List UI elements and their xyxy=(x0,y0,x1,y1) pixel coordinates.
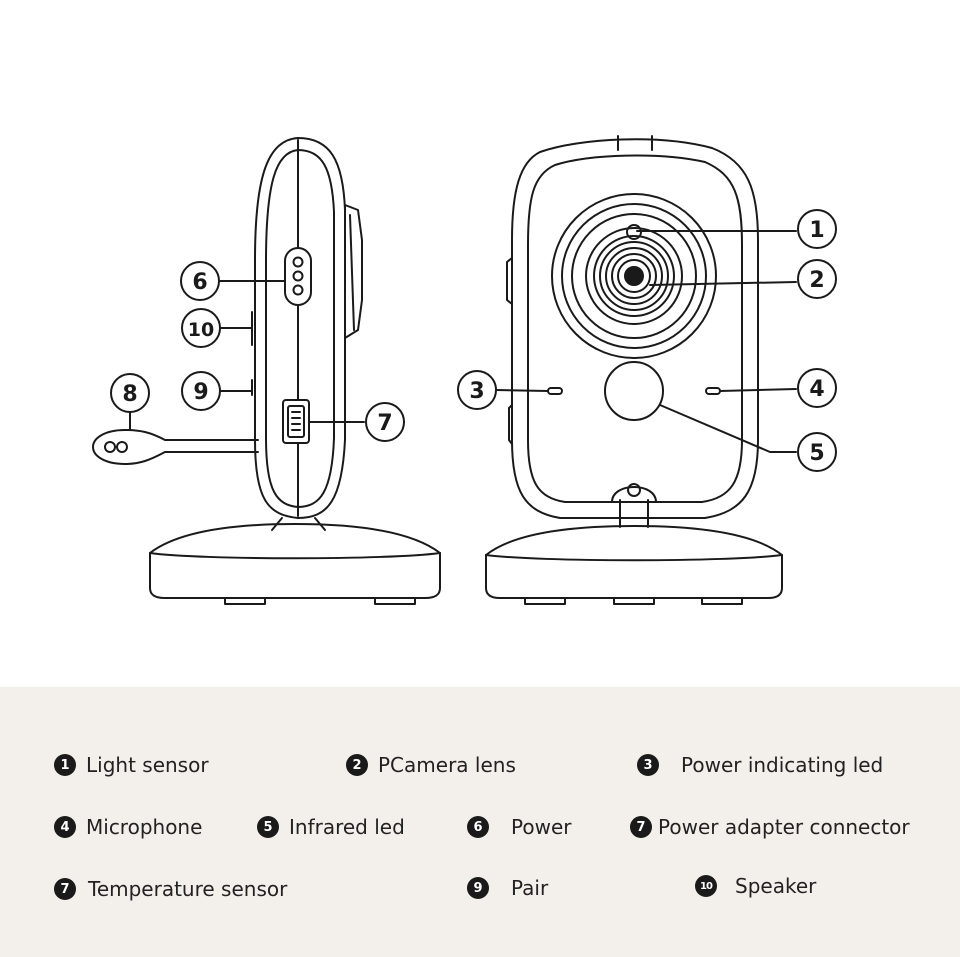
svg-text:6: 6 xyxy=(192,270,207,295)
legend-item-speaker: 10 Speaker xyxy=(695,874,816,898)
front-view-camera xyxy=(485,135,783,605)
callout-1: 1 xyxy=(797,209,837,249)
legend-item-adapter-connector: 7 Power adapter connector xyxy=(630,815,910,839)
legend-item-microphone: 4 Microphone xyxy=(54,815,202,839)
legend-number: 9 xyxy=(467,877,489,899)
legend-item-pair: 9 Pair xyxy=(467,876,548,900)
callout-9: 9 xyxy=(181,371,221,411)
legend-panel: 1 Light sensor 2 PCamera lens 3 Power in… xyxy=(0,687,960,957)
legend-label: Speaker xyxy=(735,874,817,898)
svg-text:9: 9 xyxy=(193,380,208,405)
legend-label: Pair xyxy=(511,876,549,900)
legend-item-infrared-led: 5 Infrared led xyxy=(257,815,405,839)
callout-5: 5 xyxy=(797,432,837,472)
legend-item-power: 6 Power xyxy=(467,815,571,839)
svg-text:1: 1 xyxy=(809,218,824,243)
callout-3: 3 xyxy=(457,370,497,410)
legend-number: 10 xyxy=(695,875,717,897)
legend-label: Infrared led xyxy=(289,815,405,839)
legend-label: Power xyxy=(511,815,572,839)
svg-text:3: 3 xyxy=(469,379,484,404)
callout-7: 7 xyxy=(365,402,405,442)
svg-text:4: 4 xyxy=(809,377,824,402)
legend-number: 1 xyxy=(54,754,76,776)
legend-label: PCamera lens xyxy=(378,753,516,777)
legend-item-temperature-sensor: 7 Temperature sensor xyxy=(54,877,287,901)
side-view-camera xyxy=(92,137,441,605)
legend-label: Power adapter connector xyxy=(658,815,910,839)
legend-number: 7 xyxy=(630,816,652,838)
callout-2: 2 xyxy=(797,259,837,299)
legend-label: Microphone xyxy=(86,815,203,839)
svg-text:7: 7 xyxy=(377,411,392,436)
leader-lines xyxy=(129,230,797,453)
legend-number: 7 xyxy=(54,878,76,900)
callout-8: 8 xyxy=(110,373,150,413)
svg-text:10: 10 xyxy=(188,319,214,341)
legend-item-power-led: 3 Power indicating led xyxy=(637,753,883,777)
legend-item-light-sensor: 1 Light sensor xyxy=(54,753,209,777)
callout-6: 6 xyxy=(180,261,220,301)
callout-4: 4 xyxy=(797,368,837,408)
legend-number: 3 xyxy=(637,754,659,776)
svg-text:8: 8 xyxy=(122,382,137,407)
legend-number: 4 xyxy=(54,816,76,838)
legend-label: Temperature sensor xyxy=(88,877,288,901)
legend-number: 5 xyxy=(257,816,279,838)
svg-text:2: 2 xyxy=(809,268,824,293)
legend-number: 6 xyxy=(467,816,489,838)
legend-label: Power indicating led xyxy=(681,753,884,777)
legend-number: 2 xyxy=(346,754,368,776)
legend-item-camera-lens: 2 PCamera lens xyxy=(346,753,516,777)
svg-text:5: 5 xyxy=(809,441,824,466)
camera-diagram: 1 2 3 4 5 6 7 8 xyxy=(92,135,837,605)
callout-10: 10 xyxy=(181,308,221,348)
legend-label: Light sensor xyxy=(86,753,209,777)
camera-drawing: 1 2 3 4 5 6 7 8 xyxy=(92,135,837,605)
